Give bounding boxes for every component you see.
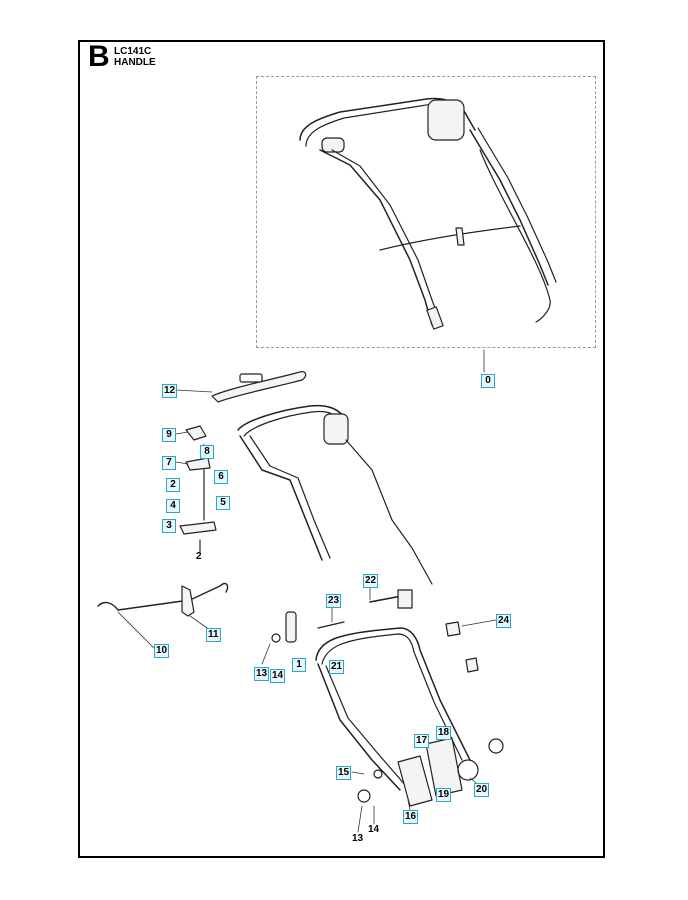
- callout-20: 20: [474, 783, 490, 797]
- callout-2a: 2: [166, 478, 180, 492]
- callout-7: 7: [162, 456, 176, 470]
- callout-5: 5: [216, 496, 230, 510]
- complete-handle-illustration: [299, 97, 557, 330]
- callout-16: 16: [403, 810, 419, 824]
- callout-2b: 2: [196, 551, 202, 562]
- assembly-name: HANDLE: [114, 57, 156, 68]
- callout-12: 12: [162, 384, 178, 398]
- callout-19: 19: [436, 788, 452, 802]
- callout-0: 0: [481, 374, 495, 388]
- complete-handle-kit-box: [256, 76, 596, 348]
- callout-14b: 14: [368, 824, 380, 835]
- control-lever-parts: [179, 425, 217, 553]
- diagram-title: LC141C HANDLE: [114, 46, 156, 68]
- section-letter: B: [88, 40, 110, 73]
- callout-24: 24: [496, 614, 512, 628]
- model-name: LC141C: [114, 46, 152, 57]
- callout-11: 11: [206, 628, 221, 642]
- callout-6: 6: [214, 470, 228, 484]
- callout-13b: 13: [352, 833, 364, 844]
- callout-4: 4: [166, 499, 180, 513]
- callout-1: 1: [292, 658, 306, 672]
- leader-lines: [117, 349, 497, 833]
- knob-and-bolt-parts: [271, 589, 479, 673]
- callout-17: 17: [414, 734, 430, 748]
- callout-18: 18: [436, 726, 452, 740]
- diagram-frame: [78, 40, 605, 858]
- callout-21: 21: [329, 660, 345, 674]
- callout-14a: 14: [270, 669, 286, 683]
- callout-10: 10: [154, 644, 170, 658]
- callout-15: 15: [336, 766, 352, 780]
- callout-9: 9: [162, 428, 176, 442]
- callout-3: 3: [162, 519, 176, 533]
- callout-23: 23: [326, 594, 342, 608]
- callout-22: 22: [363, 574, 379, 588]
- handle-cover-part: [211, 371, 307, 403]
- callout-8: 8: [200, 445, 214, 459]
- control-cable-part: [97, 582, 229, 617]
- lower-handle-illustration: [315, 627, 471, 791]
- handle-bracket-parts: [357, 737, 504, 807]
- callout-13a: 13: [254, 667, 270, 681]
- upper-handle-illustration: [237, 404, 433, 585]
